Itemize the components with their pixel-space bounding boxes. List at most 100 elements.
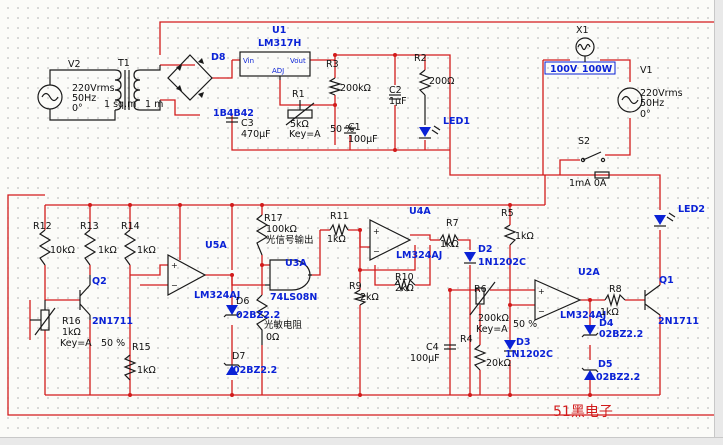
resistor-r9[interactable] — [352, 289, 368, 306]
capacitor-c4[interactable] — [444, 344, 456, 350]
resistor-r7[interactable] — [439, 232, 459, 248]
r8-value: 1kΩ — [600, 307, 619, 318]
svg-text:+: + — [538, 287, 545, 296]
resistor-r11[interactable] — [329, 222, 349, 238]
r2-value: 200Ω — [429, 76, 454, 87]
diode-d2[interactable] — [464, 252, 476, 264]
lamp-x1[interactable] — [544, 37, 616, 75]
zener-d7[interactable] — [223, 362, 241, 375]
resistor-r4[interactable] — [473, 344, 487, 371]
u4a-ref: U4A — [409, 206, 431, 217]
ldr-value: 0Ω — [266, 332, 279, 343]
r10-value: 2kΩ — [395, 283, 414, 294]
and-gate-u3a[interactable] — [265, 259, 312, 291]
regulator-u1[interactable] — [239, 51, 311, 80]
d3-part: 1N1202C — [505, 349, 553, 360]
s2-ref: S2 — [578, 136, 590, 147]
d5-ref: D5 — [598, 359, 613, 370]
c1-value: 100µF — [348, 134, 378, 145]
u4a-part: LM324AJ — [396, 250, 442, 261]
potentiometer-r1[interactable] — [285, 100, 315, 126]
wires — [7, 21, 716, 416]
v1-phase: 0° — [640, 109, 651, 120]
photoresistor-ldr[interactable] — [255, 294, 269, 345]
led-led1[interactable] — [419, 125, 441, 139]
potentiometer-r16[interactable] — [30, 300, 56, 336]
resistor-r10[interactable] — [394, 277, 416, 293]
r14-ref: R14 — [121, 221, 140, 232]
d2-part: 1N1202C — [478, 257, 526, 268]
v2-ref: V2 — [68, 59, 81, 70]
r14-value: 1kΩ — [137, 245, 156, 256]
d7-part: 02BZ2.2 — [233, 365, 277, 376]
r1-value: 5kΩ — [290, 119, 309, 130]
r9-ref: R9 — [349, 281, 362, 292]
switch-s2[interactable] — [580, 151, 610, 179]
r17-value: 100kΩ — [266, 224, 297, 235]
r15-ref: R15 — [132, 342, 151, 353]
resistor-r5[interactable] — [503, 224, 517, 246]
r11-ref: R11 — [330, 211, 349, 222]
diode-d3[interactable] — [504, 340, 516, 352]
u2a-ref: U2A — [578, 267, 600, 278]
svg-text:−: − — [373, 247, 380, 256]
potentiometer-r6[interactable] — [469, 281, 496, 316]
resistor-r8[interactable] — [604, 292, 626, 308]
r6-key: Key=A — [476, 324, 508, 335]
c3-value: 470µF — [241, 129, 271, 140]
c2-value: 1µF — [389, 96, 407, 107]
resistor-r14[interactable] — [123, 229, 137, 266]
capacitor-c2[interactable] — [389, 94, 401, 100]
opamp-u5a[interactable]: + − — [167, 253, 207, 297]
watermark: 51黑电子 — [553, 404, 613, 420]
resistor-r17[interactable] — [255, 214, 269, 256]
ac-source-v1[interactable] — [617, 87, 643, 113]
zener-d5[interactable] — [581, 367, 599, 380]
led2-ref: LED2 — [678, 204, 705, 215]
r5-value: 1kΩ — [515, 231, 534, 242]
q1-part: 2N1711 — [658, 316, 699, 327]
transistor-q2[interactable] — [79, 275, 91, 320]
resistor-r15[interactable] — [123, 354, 137, 381]
q1-ref: Q1 — [659, 275, 674, 286]
r11-value: 1kΩ — [327, 234, 346, 245]
opamp-u2a[interactable]: + − — [534, 279, 582, 321]
u1-vout: Vout — [290, 57, 306, 65]
r16-percent: 50 % — [101, 338, 125, 349]
r12-ref: R12 — [33, 221, 52, 232]
resistor-r12[interactable] — [38, 229, 52, 266]
svg-text:+: + — [171, 261, 178, 270]
r10-ref: R10 — [395, 272, 414, 283]
r16-ref: R16 — [62, 316, 81, 327]
horizontal-scrollbar[interactable] — [0, 437, 723, 445]
resistor-r3[interactable] — [327, 77, 343, 96]
zener-d6[interactable] — [223, 305, 241, 318]
resistor-r13[interactable] — [83, 229, 97, 266]
ac-source-v2[interactable] — [37, 69, 90, 121]
r16-value: 1kΩ — [62, 327, 81, 338]
zener-d4[interactable] — [581, 325, 599, 338]
d7-ref: D7 — [232, 351, 245, 362]
r8-ref: R8 — [609, 284, 622, 295]
bridge-rectifier-d8[interactable] — [167, 54, 213, 101]
r9-value: 2kΩ — [360, 292, 379, 303]
d8-ref: D8 — [211, 52, 226, 63]
r17-ref: R17 — [264, 213, 283, 224]
led1-ref: LED1 — [443, 116, 470, 127]
u1-vin: Vin — [243, 57, 254, 65]
u1-ref: U1 — [272, 25, 286, 36]
capacitor-c1[interactable] — [344, 127, 356, 134]
capacitor-c3[interactable] — [226, 117, 238, 123]
led-led2[interactable] — [654, 212, 676, 227]
vertical-scrollbar[interactable] — [714, 0, 723, 445]
transistor-q1[interactable] — [644, 284, 661, 316]
junction-dots — [88, 53, 592, 397]
s2-rating: 1mA 0A — [569, 178, 607, 189]
svg-text:−: − — [171, 281, 178, 290]
d6-part: 02BZ2.2 — [236, 310, 280, 321]
opamp-u4a[interactable]: + − — [369, 219, 412, 261]
c3-ref: C3 — [241, 118, 254, 129]
resistor-r2[interactable] — [418, 69, 432, 125]
transformer-t1[interactable] — [90, 65, 161, 121]
